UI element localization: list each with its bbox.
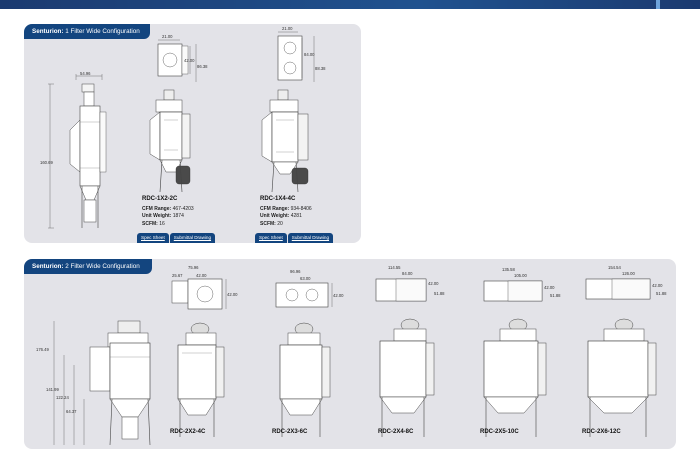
svg-text:51.88: 51.88 — [434, 291, 445, 296]
model-2x6-top-view: 154.54 126.00 42.00 51.88 — [585, 265, 667, 300]
model-2-top-view: 21.00 84.00 88.38 — [277, 26, 326, 82]
svg-text:51.88: 51.88 — [656, 291, 667, 296]
svg-text:42.00: 42.00 — [333, 293, 344, 298]
model-2-iso-drawing — [261, 89, 309, 193]
model-1-iso-drawing — [149, 89, 191, 193]
panel-1-filter-wide: Senturion: 1 Filter Wide Configuration 5… — [24, 24, 361, 243]
svg-text:84.00: 84.00 — [402, 271, 413, 276]
model-2x4-top-view: 114.55 84.00 42.00 51.88 — [375, 265, 445, 302]
svg-text:86.38: 86.38 — [197, 64, 208, 69]
model-2-links: Spec Sheet Submittal Drawing — [255, 233, 334, 243]
model-1-top-view: 21.00 42.00 86.38 — [157, 34, 208, 82]
model-1-name: RDC-1X2-2C — [142, 196, 178, 202]
model-1-spec-sheet-link[interactable]: Spec Sheet — [137, 233, 169, 243]
model-1-links: Spec Sheet Submittal Drawing — [137, 233, 216, 243]
svg-text:154.54: 154.54 — [608, 265, 621, 270]
svg-text:21.00: 21.00 — [162, 34, 173, 39]
side-elevation-drawing-2: 176.49 141.99 122.24 64.37 — [36, 320, 151, 446]
model-2x3-iso-drawing — [279, 322, 331, 437]
svg-text:42.00: 42.00 — [428, 281, 439, 286]
svg-text:25.67: 25.67 — [172, 273, 183, 278]
svg-text:141.99: 141.99 — [46, 387, 59, 392]
side-width-label: 54.96 — [80, 71, 91, 76]
model-2x2-iso-drawing — [177, 322, 225, 437]
svg-text:135.58: 135.58 — [502, 267, 515, 272]
svg-text:42.00: 42.00 — [652, 283, 663, 288]
svg-text:105.00: 105.00 — [514, 273, 527, 278]
model-2-submittal-drawing-link[interactable]: Submittal Drawing — [287, 233, 334, 243]
model-2x5-name: RDC-2X5-10C — [480, 429, 519, 435]
model-2-name: RDC-1X4-4C — [260, 196, 296, 202]
top-banner — [0, 0, 700, 9]
banner-accent — [656, 0, 660, 9]
svg-text:42.00: 42.00 — [227, 292, 238, 297]
model-2x4-name: RDC-2X4-8C — [378, 429, 414, 435]
model-2x5-top-view: 135.58 105.00 42.00 51.88 — [483, 267, 561, 302]
side-height-label: 160.69 — [40, 160, 53, 165]
svg-text:51.88: 51.88 — [550, 293, 561, 298]
svg-text:122.24: 122.24 — [56, 395, 69, 400]
panel-1-title: Senturion: 1 Filter Wide Configuration — [24, 24, 150, 39]
model-2x6-name: RDC-2X6-12C — [582, 429, 621, 435]
model-2x5-iso-drawing — [483, 318, 547, 437]
svg-text:21.00: 21.00 — [282, 26, 293, 31]
svg-text:64.37: 64.37 — [66, 409, 77, 414]
svg-text:84.00: 84.00 — [304, 52, 315, 57]
panel-2-title: Senturion: 2 Filter Wide Configuration — [24, 259, 152, 274]
svg-text:42.00: 42.00 — [184, 58, 195, 63]
side-elevation-drawing: 54.96 160.69 — [40, 71, 107, 229]
svg-text:42.00: 42.00 — [544, 285, 555, 290]
model-2x2-name: RDC-2X2-4C — [170, 429, 206, 435]
panel-2-filter-wide: Senturion: 2 Filter Wide Configuration 1… — [24, 259, 676, 449]
svg-text:126.00: 126.00 — [622, 271, 635, 276]
model-2-spec-sheet-link[interactable]: Spec Sheet — [255, 233, 287, 243]
model-2x2-top-view: 75.96 25.67 42.00 42.00 — [171, 265, 238, 310]
svg-text:63.00: 63.00 — [300, 276, 311, 281]
model-2x3-name: RDC-2X3-6C — [272, 429, 308, 435]
svg-text:176.49: 176.49 — [36, 347, 49, 352]
svg-text:88.38: 88.38 — [315, 66, 326, 71]
model-2x4-iso-drawing — [379, 318, 435, 437]
svg-text:96.96: 96.96 — [290, 269, 301, 274]
svg-text:42.00: 42.00 — [196, 273, 207, 278]
svg-text:75.96: 75.96 — [188, 265, 199, 270]
svg-text:114.55: 114.55 — [388, 265, 401, 270]
model-1-specs: RDC-1X2-2C CFM Range: 467-4203 Unit Weig… — [142, 196, 194, 227]
model-2x3-top-view: 96.96 63.00 42.00 — [275, 269, 344, 308]
model-1-submittal-drawing-link[interactable]: Submittal Drawing — [169, 233, 216, 243]
model-2-specs: RDC-1X4-4C CFM Range: 934-8406 Unit Weig… — [260, 196, 312, 227]
model-2x6-iso-drawing — [587, 318, 657, 437]
